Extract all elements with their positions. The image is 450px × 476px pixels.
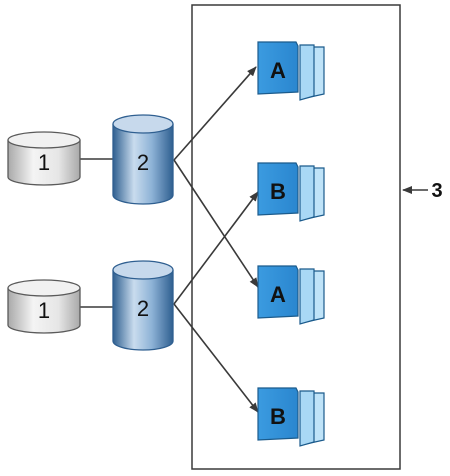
disk-label: 2 — [137, 296, 149, 321]
arrow-bottom-to-b1 — [173, 191, 259, 305]
disk-2-bottom: 2 — [112, 260, 174, 351]
disk-1-top: 1 — [7, 131, 81, 186]
disk-label: 2 — [137, 150, 149, 175]
doc-label: B — [270, 179, 286, 204]
arrow-top-to-a1 — [173, 66, 257, 161]
disk-1-bottom: 1 — [7, 279, 81, 334]
callout-label: 3 — [431, 180, 442, 202]
doc-label: A — [270, 58, 286, 83]
doc-b-2: B — [257, 387, 325, 447]
disk-2-top: 2 — [112, 114, 174, 205]
doc-label: A — [270, 282, 286, 307]
arrow-top-to-a2 — [173, 159, 259, 288]
doc-a-2: A — [257, 265, 325, 325]
arrow-bottom-to-b2 — [173, 303, 259, 413]
doc-b-1: B — [257, 162, 325, 222]
disk-label: 1 — [38, 298, 50, 323]
connectors — [80, 66, 428, 413]
doc-a-1: A — [257, 41, 325, 101]
doc-label: B — [270, 404, 286, 429]
disk-label: 1 — [38, 150, 50, 175]
